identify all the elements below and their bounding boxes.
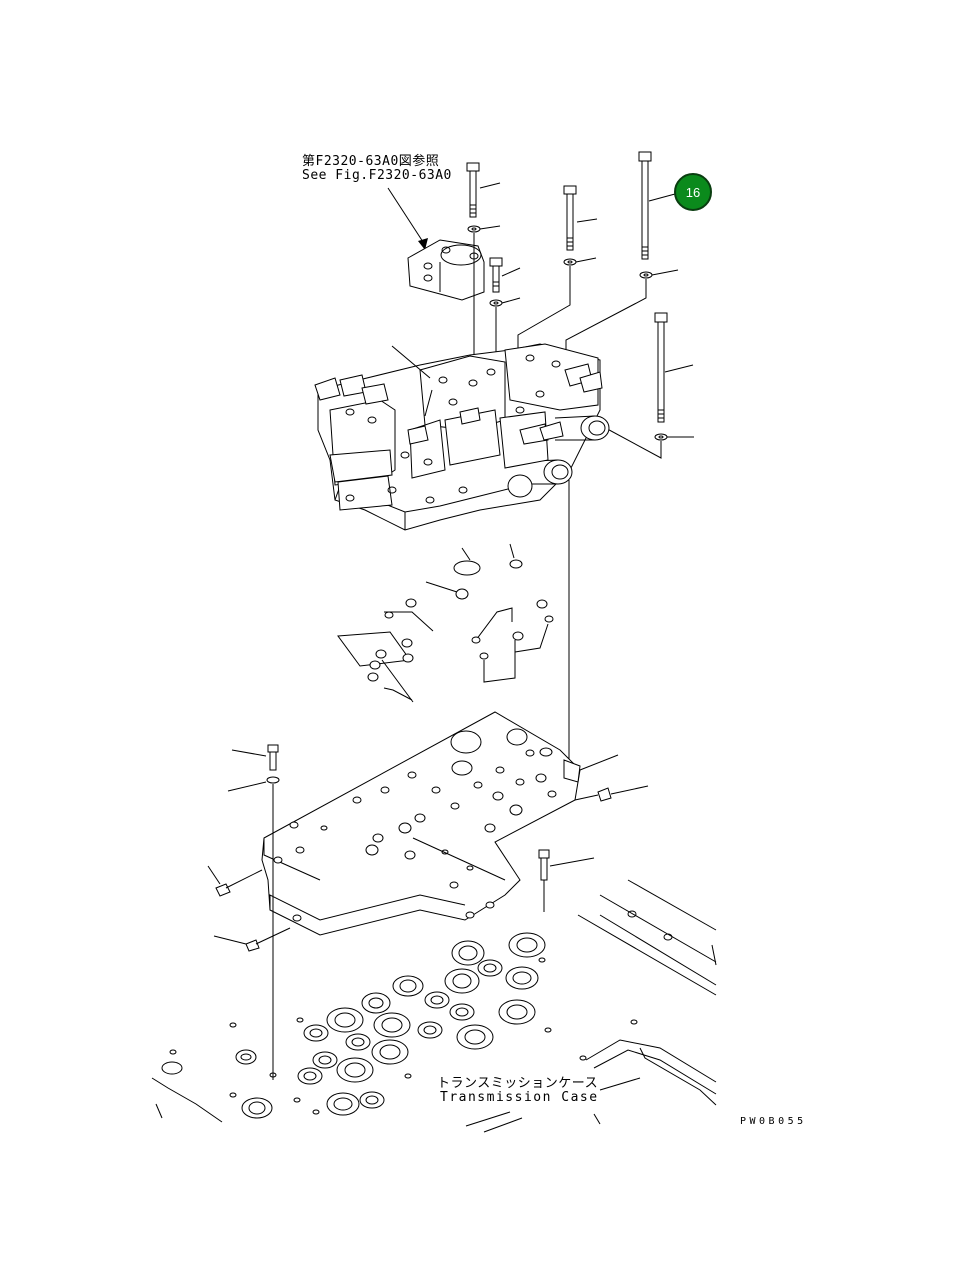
drawing-code: PW0B055 [740, 1116, 807, 1127]
transmission-case-outline [151, 879, 717, 1133]
transmission-case-label-jp: トランスミッションケース [437, 1076, 599, 1091]
bolt-set-top [466, 151, 694, 459]
referenced-valve-part [407, 239, 485, 301]
transmission-valve-assembly [314, 343, 610, 760]
reference-label-jp: 第F2320-63A0図参照 [302, 154, 440, 169]
gasket-and-orifice-group [337, 543, 554, 703]
reference-label-en: See Fig.F2320-63A0 [302, 168, 452, 183]
transmission-case-label-en: Transmission Case [440, 1090, 599, 1105]
reference-leader [387, 187, 428, 250]
part-callout-16[interactable]: 16 [674, 173, 712, 211]
lower-valve-plate [207, 711, 649, 1080]
callout-number: 16 [685, 184, 701, 200]
